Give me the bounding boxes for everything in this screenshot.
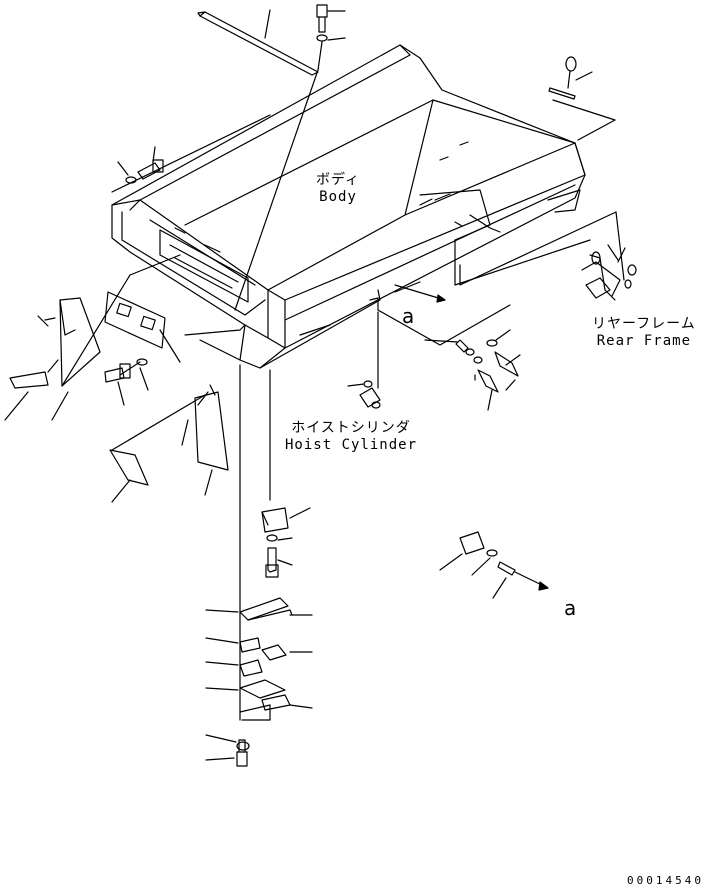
- bolt-top: [316, 4, 346, 71]
- leader-line: [234, 69, 319, 311]
- bolt-left: [111, 114, 271, 193]
- body-label-en: Body: [319, 189, 357, 205]
- rear-frame-label-en: Rear Frame: [596, 333, 692, 349]
- body-label-jp: ボディ: [316, 172, 361, 188]
- body-label: ボディ Body: [316, 172, 360, 206]
- rear-frame-label-jp: リヤーフレーム: [592, 316, 696, 332]
- pin-top-right: [548, 56, 616, 141]
- rear-frame-label: リヤーフレーム Rear Frame: [592, 316, 696, 350]
- hoist-cylinder-label-en: Hoist Cylinder: [285, 437, 418, 453]
- hoist-cylinder-pin: [347, 311, 381, 409]
- reference-arrow-a-upper: [377, 284, 511, 346]
- leader-line-left: [129, 254, 181, 276]
- bracket-middle: [261, 507, 311, 578]
- mud-flap-center: [109, 384, 229, 503]
- shim-plates: [205, 597, 313, 767]
- control-panel-plate: [104, 291, 181, 363]
- reference-label-a-upper: a: [402, 304, 415, 328]
- drawing-number: 00014540: [627, 874, 704, 887]
- hoist-cylinder-label-jp: ホイストシリンダ: [291, 420, 411, 436]
- hoist-cylinder-label: ホイストシリンダ Hoist Cylinder: [285, 420, 417, 454]
- bolt-left-lower: [104, 358, 149, 406]
- cover-plate-top: [197, 9, 319, 76]
- bolt-lower-right: [439, 531, 549, 599]
- mud-flap-left: [4, 274, 131, 421]
- dump-body: [111, 44, 586, 369]
- reference-label-a-lower: a: [564, 596, 577, 620]
- rear-frame-bracket: [454, 211, 637, 301]
- bolt-cluster-right: [424, 329, 521, 411]
